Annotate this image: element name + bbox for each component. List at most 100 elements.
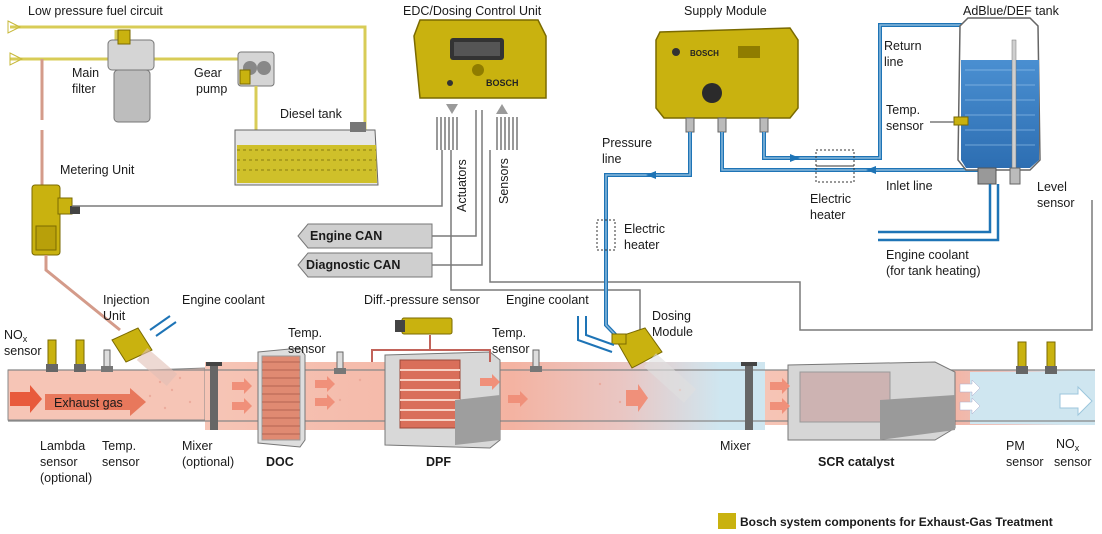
pm-sensor — [1016, 341, 1028, 374]
control-wires — [72, 110, 1093, 340]
dpf-filter — [384, 351, 501, 449]
coolant-lines-dosing — [577, 316, 615, 353]
nox-right-label-1: NOx — [1056, 437, 1079, 455]
nox-right-text: NO — [1056, 437, 1075, 451]
electric-heater-a-label-2: heater — [624, 238, 660, 252]
edc-unit-label: EDC/Dosing Control Unit — [403, 4, 542, 18]
legend-label: Bosch system components for Exhaust-Gas … — [740, 515, 1053, 529]
flow-arrows — [232, 374, 790, 414]
lambda-label-3: (optional) — [40, 471, 93, 485]
injection-unit-label-2: Unit — [103, 309, 126, 323]
edc-wire-bundle — [436, 117, 518, 150]
nox-sensor-left — [46, 339, 58, 372]
supply-module: BOSCH — [655, 27, 799, 133]
inlet-line-label: Inlet line — [886, 179, 933, 193]
main-filter-label-1: Main — [72, 66, 100, 80]
scr-label: SCR catalyst — [818, 455, 895, 469]
diff-pressure-sensor — [395, 317, 453, 335]
mixer-optional-label-2: (optional) — [182, 455, 235, 469]
pressure-line-label-1: Pressure — [602, 136, 653, 150]
edc-control-unit: BOSCH — [413, 19, 547, 99]
actuators-label: Actuators — [455, 159, 469, 212]
metering-unit-label: Metering Unit — [60, 163, 135, 177]
temp-sensor-doc — [334, 351, 346, 374]
engine-can-label: Engine CAN — [310, 229, 383, 243]
temp-sensor-doc-label-1: Temp. — [288, 326, 323, 340]
diagnostic-can-box — [297, 252, 433, 278]
engine-coolant-tank-label-1: Engine coolant — [886, 248, 969, 262]
scr-catalyst — [787, 361, 956, 441]
dosing-module-label-1: Dosing — [652, 309, 691, 323]
dosing-module-label-2: Module — [652, 325, 693, 339]
electric-heater-pressure — [596, 219, 616, 251]
doc-catalyst — [257, 347, 306, 448]
pm-sensor-label-1: PM — [1006, 439, 1025, 453]
temp-sensor-doc-label-2: sensor — [288, 342, 326, 356]
electric-heater-lines — [815, 149, 855, 183]
exhaust-inlet-arrow — [10, 385, 42, 413]
gear-pump — [237, 51, 275, 175]
return-line-label-1: Return — [884, 39, 922, 53]
lambda-label-1: Lambda — [40, 439, 86, 453]
diagnostic-can-label: Diagnostic CAN — [306, 258, 401, 272]
temp-sensor-dpf — [530, 349, 542, 372]
doc-label: DOC — [266, 455, 294, 469]
nox-left-label-1: NOx — [4, 328, 27, 346]
mixer-label: Mixer — [720, 439, 751, 453]
supply-brand: BOSCH — [690, 49, 719, 58]
injection-unit-label-1: Injection — [103, 293, 150, 307]
temp-sensor-dpf-label-2: sensor — [492, 342, 530, 356]
main-filter — [107, 29, 155, 123]
nox-right-sub: x — [1074, 443, 1080, 453]
injection-unit — [111, 327, 178, 387]
return-line-label-2: line — [884, 55, 904, 69]
engine-can-box — [297, 223, 433, 249]
main-filter-label-2: filter — [72, 82, 96, 96]
sensors-label: Sensors — [497, 158, 511, 204]
fuel-lines — [10, 25, 367, 130]
mixer-optional-label-1: Mixer — [182, 439, 213, 453]
gear-pump-label-2: pump — [196, 82, 228, 96]
exhaust-outlet-arrow — [1059, 385, 1093, 417]
legend-swatch — [718, 513, 736, 529]
level-sensor-label-1: Level — [1037, 180, 1067, 194]
temp-sensor-low-label-1: Temp. — [102, 439, 137, 453]
tank-coolant-lines — [878, 184, 1000, 242]
engine-coolant-tank-label-2: (for tank heating) — [886, 264, 981, 278]
engine-coolant-a-label: Engine coolant — [182, 293, 265, 307]
temp-sensor-tank-label-1: Temp. — [886, 103, 921, 117]
diesel-tank — [234, 122, 379, 186]
nox-left-sub: x — [22, 334, 28, 344]
temp-sensor-tank-label-2: sensor — [886, 119, 924, 133]
low-pressure-label: Low pressure fuel circuit — [28, 4, 163, 18]
adblue-tank — [953, 17, 1041, 185]
mixer-optional — [206, 362, 222, 430]
nox-left-label-2: sensor — [4, 344, 42, 358]
exhaust-gas-label: Exhaust gas — [54, 396, 123, 410]
electric-heater-b-label-1: Electric — [810, 192, 851, 206]
metering-injection-pipe — [44, 255, 121, 332]
temp-sensor-dpf-label-1: Temp. — [492, 326, 527, 340]
electric-heater-b-label-2: heater — [810, 208, 846, 222]
dpf-label: DPF — [426, 455, 451, 469]
fuel-arrows — [7, 20, 24, 66]
gear-pump-label-1: Gear — [194, 66, 222, 80]
adblue-tank-label: AdBlue/DEF tank — [963, 4, 1059, 18]
diff-pressure-label: Diff.-pressure sensor — [364, 293, 480, 307]
electric-heater-a-label-1: Electric — [624, 222, 665, 236]
adblue-arrows — [646, 154, 876, 179]
nox-right-label-2: sensor — [1054, 455, 1092, 469]
pressure-line-label-2: line — [602, 152, 622, 166]
dosing-module — [611, 327, 697, 403]
temp-sensor-inlet — [101, 349, 113, 372]
nox-left-text: NO — [4, 328, 23, 342]
edc-brand: BOSCH — [486, 78, 519, 88]
coolant-lines-injection — [149, 315, 177, 337]
supply-module-label: Supply Module — [684, 4, 767, 18]
temp-sensor-low-label-2: sensor — [102, 455, 140, 469]
diesel-tank-label: Diesel tank — [280, 107, 342, 121]
nox-sensor-right — [1045, 341, 1057, 374]
engine-coolant-b-label: Engine coolant — [506, 293, 589, 307]
adblue-lines-highlight — [605, 24, 980, 349]
